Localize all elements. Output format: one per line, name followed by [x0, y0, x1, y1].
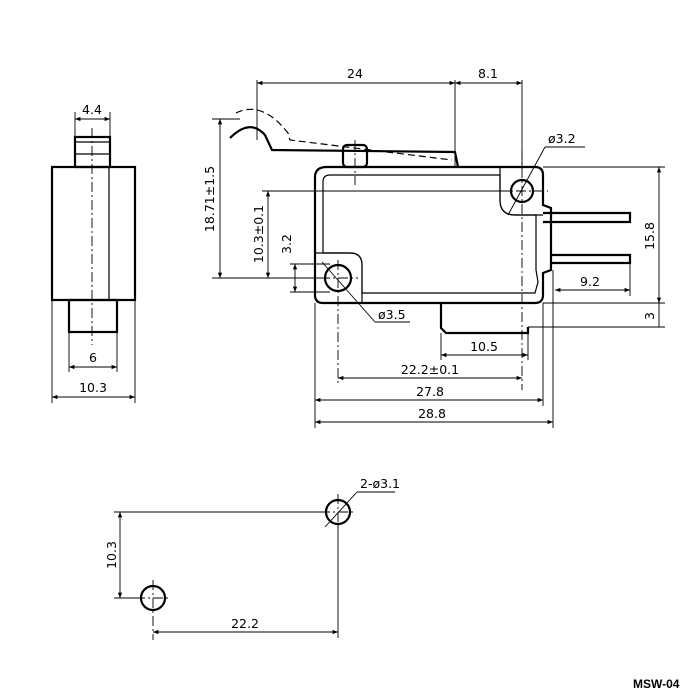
dim-8.1: 8.1	[478, 66, 498, 81]
side-plunger	[73, 135, 112, 169]
mounting-holes: 10.3 22.2 2-ø3.1	[104, 476, 400, 640]
label-top-hole: ø3.2	[548, 131, 576, 146]
dim-4.4: 4.4	[82, 102, 102, 117]
label-mount-holes: 2-ø3.1	[360, 476, 400, 491]
model-label: MSW-04	[633, 677, 680, 691]
dim-10.3: 10.3	[79, 380, 107, 395]
dim-10.5: 10.5	[470, 339, 498, 354]
dim-24: 24	[347, 66, 363, 81]
dim-mount-22.2: 22.2	[231, 616, 259, 631]
terminal-1	[543, 211, 632, 224]
dim-10.3-0.1: 10.3±0.1	[251, 205, 266, 263]
label-bottom-hole: ø3.5	[378, 307, 406, 322]
terminal-2	[551, 253, 632, 265]
bottom-terminal	[439, 303, 530, 335]
lever	[229, 126, 460, 168]
dim-mount-10.3: 10.3	[104, 541, 119, 569]
dim-27.8: 27.8	[416, 384, 444, 399]
dim-22.2-0.1: 22.2±0.1	[401, 362, 459, 377]
dim-6: 6	[89, 350, 97, 365]
side-terminal	[67, 298, 119, 334]
dim-3: 3	[642, 312, 657, 320]
side-view: 4.4 6 10.3	[50, 102, 137, 403]
front-view: 24 8.1 18.71±1.5 10.3±0.1 3.2 ø3.2 ø3.5 …	[202, 66, 665, 428]
side-body	[50, 165, 137, 302]
dim-15.8: 15.8	[642, 222, 657, 250]
dim-28.8: 28.8	[418, 406, 446, 421]
switch-body	[313, 165, 553, 305]
dim-9.2: 9.2	[580, 274, 600, 289]
dim-3.2: 3.2	[279, 234, 294, 254]
dim-18.71: 18.71±1.5	[202, 166, 217, 232]
